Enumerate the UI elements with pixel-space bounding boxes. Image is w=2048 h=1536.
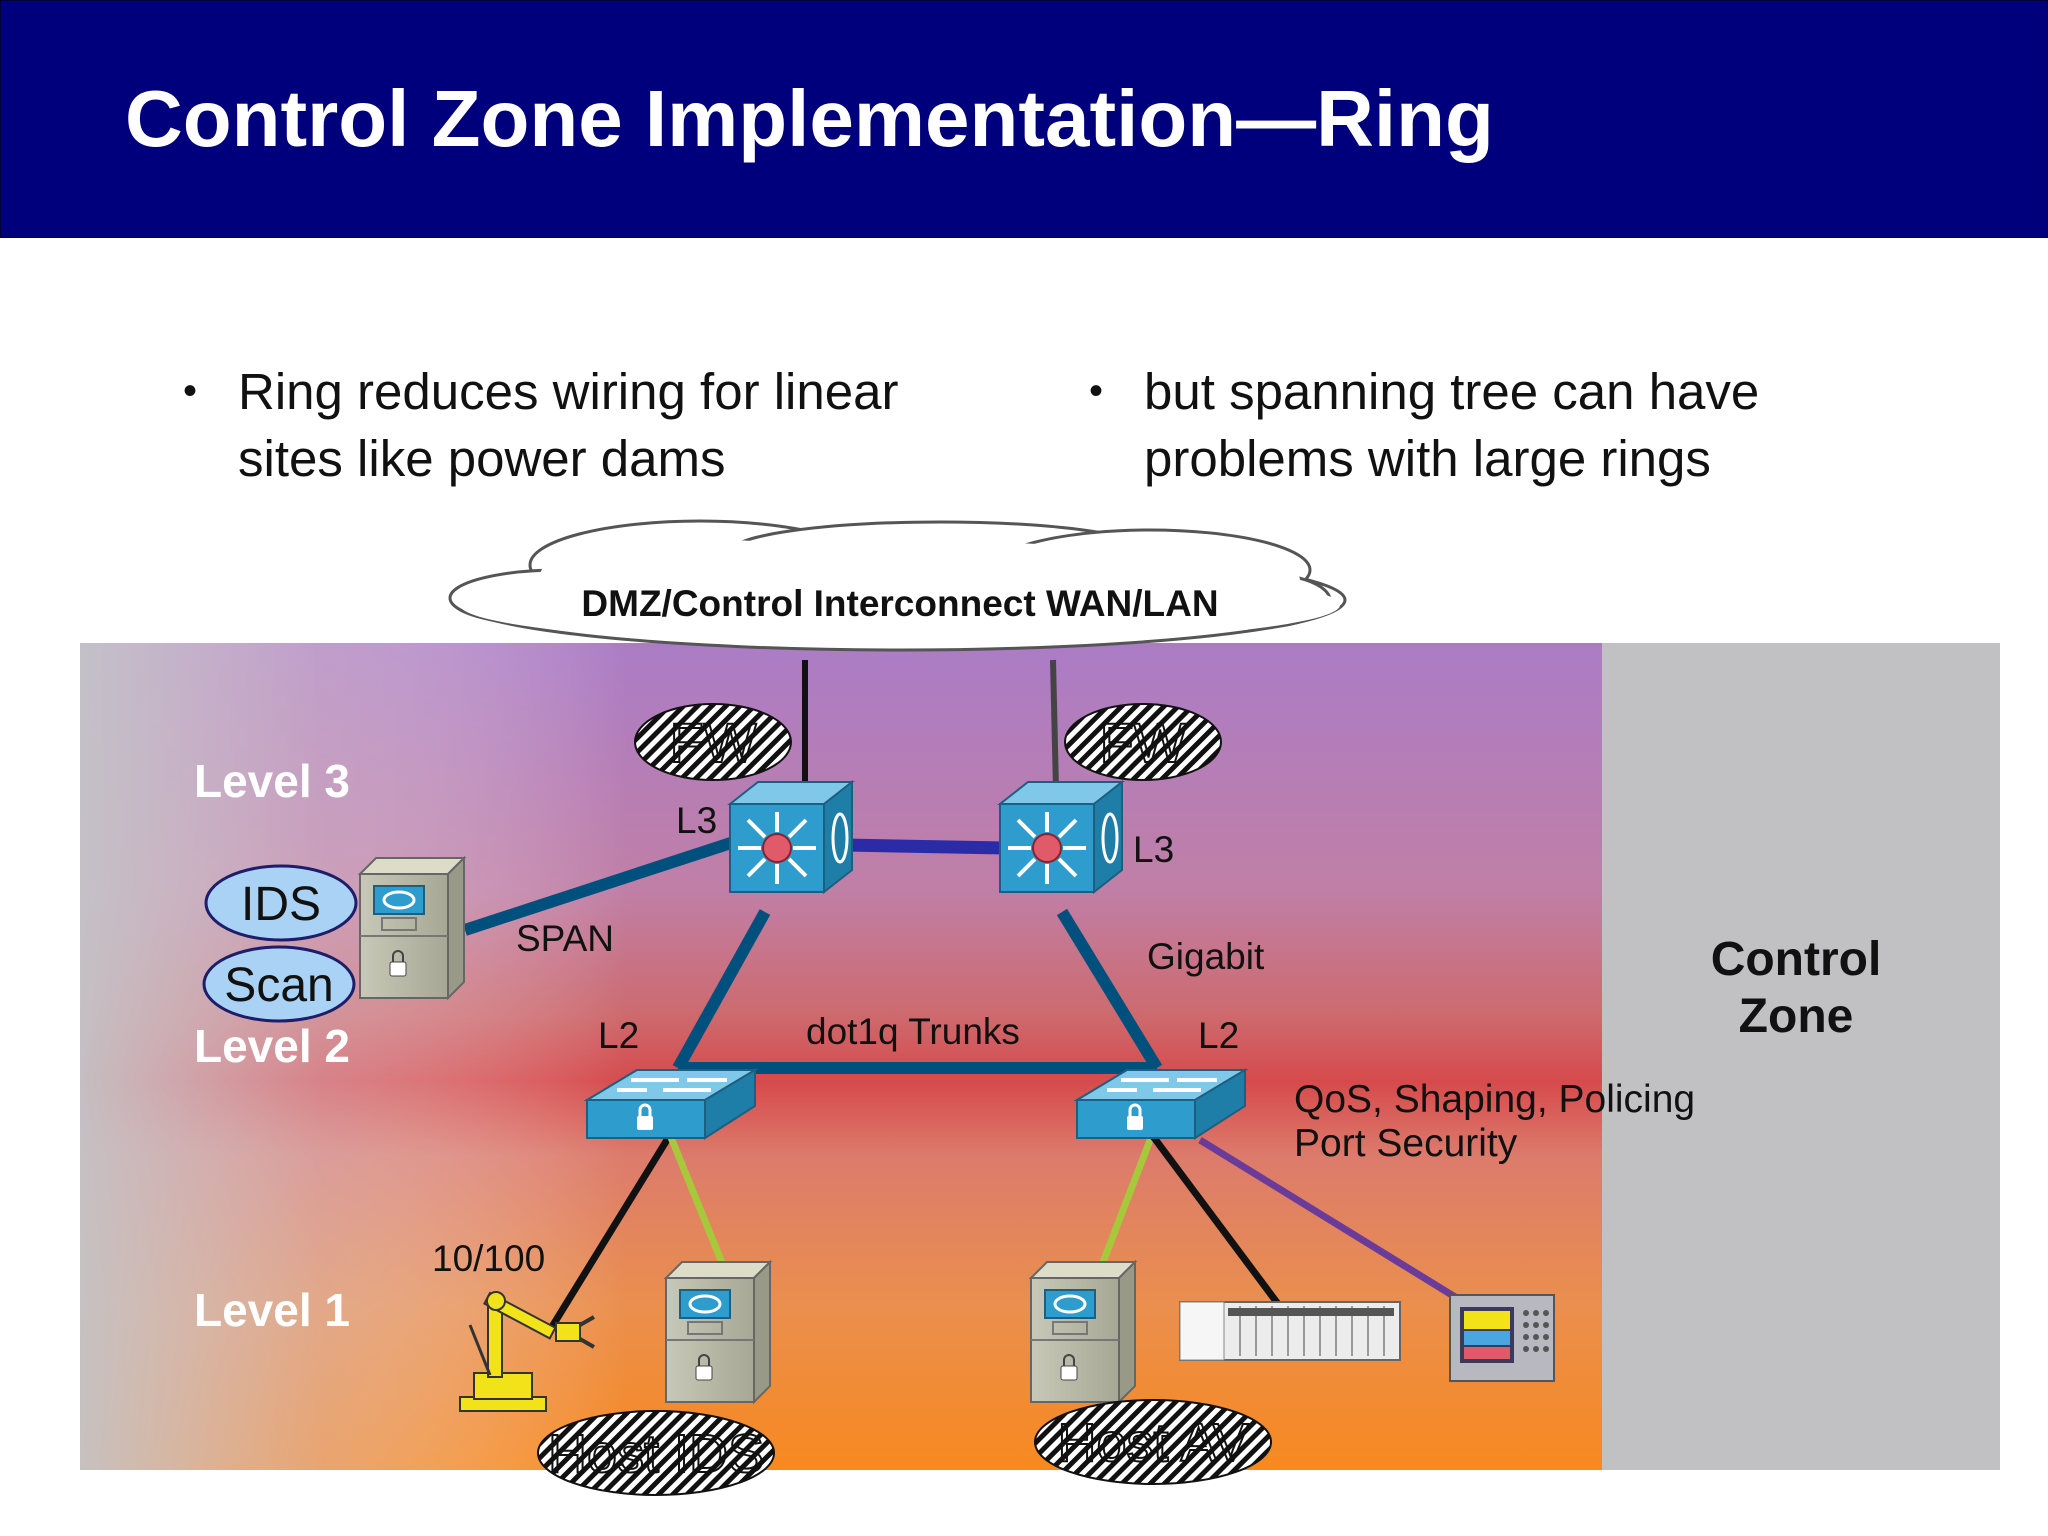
fast-ethernet-label: 10/100 xyxy=(432,1238,545,1279)
bullet-line: but spanning tree can have xyxy=(1144,363,1760,420)
zone-label-line2: Zone xyxy=(1739,990,1854,1043)
l3-interconnect xyxy=(844,838,1006,855)
host-av-badge xyxy=(1034,1399,1272,1485)
trunks-label: dot1q Trunks xyxy=(806,1011,1020,1052)
fw-label-right: FW xyxy=(1099,711,1186,774)
l2-switch-left-icon xyxy=(583,1068,759,1140)
bullet-line: problems with large rings xyxy=(1144,430,1711,487)
bullet-dot: • xyxy=(1089,369,1104,413)
level-2-label: Level 2 xyxy=(194,1020,350,1072)
wan-link-right xyxy=(1050,659,1059,791)
l3-switch-right-icon xyxy=(997,779,1125,895)
scan-oval xyxy=(202,945,356,1023)
plc-rack-icon xyxy=(1179,1301,1401,1361)
wan-cloud xyxy=(448,519,1347,652)
bullet-spanning-tree: • but spanning tree can have problems wi… xyxy=(1089,358,1964,492)
l2-switch-right-icon xyxy=(1073,1068,1249,1140)
title-bar: Control Zone Implementation—Ring xyxy=(0,0,2048,238)
hmi-panel-icon xyxy=(1449,1294,1555,1382)
zone-label-line1: Control xyxy=(1711,933,1882,986)
link-plc xyxy=(1149,1132,1293,1323)
feature-qos-label: QoS, Shaping, Policing xyxy=(1294,1078,1695,1121)
link-host-ids xyxy=(666,1133,729,1272)
bullet-line: Ring reduces wiring for linear xyxy=(238,363,899,420)
host-av-label: Host AV xyxy=(1057,1413,1248,1473)
ids-oval xyxy=(204,864,358,942)
feature-port-security-label: Port Security xyxy=(1294,1122,1518,1165)
page-title: Control Zone Implementation—Ring xyxy=(125,74,1494,163)
ids-label: IDS xyxy=(241,878,321,931)
link-host-av xyxy=(1096,1133,1156,1272)
host-ids-server-icon xyxy=(663,1259,773,1405)
bullet-line: sites like power dams xyxy=(238,430,726,487)
host-ids-badge xyxy=(537,1410,775,1496)
ids-server-icon xyxy=(357,855,467,1001)
host-ids-label: Host IDS xyxy=(548,1424,764,1484)
l3-switch-left-icon xyxy=(727,779,855,895)
span-label: SPAN xyxy=(516,918,614,959)
level-3-label: Level 3 xyxy=(194,755,350,807)
fw-badge-left xyxy=(634,703,792,781)
span-link xyxy=(463,834,742,936)
level-1-label: Level 1 xyxy=(194,1284,350,1336)
fw-label-left: FW xyxy=(669,711,756,774)
robot-arm-icon xyxy=(459,1291,595,1412)
link-hmi xyxy=(1198,1137,1462,1303)
trunk-right xyxy=(1056,908,1163,1072)
l2-left-label: L2 xyxy=(598,1015,639,1056)
l2-right-label: L2 xyxy=(1198,1015,1239,1056)
l3-left-label: L3 xyxy=(676,800,717,841)
host-av-server-icon xyxy=(1028,1259,1138,1405)
fw-badge-right xyxy=(1064,703,1222,781)
gigabit-label: Gigabit xyxy=(1147,936,1265,977)
l3-right-label: L3 xyxy=(1133,829,1174,870)
bullet-ring-wiring: • Ring reduces wiring for linear sites l… xyxy=(183,358,1058,492)
link-robot xyxy=(547,1133,673,1332)
trunk-left xyxy=(672,909,771,1071)
bullet-dot: • xyxy=(183,369,198,413)
cloud-label: DMZ/Control Interconnect WAN/LAN xyxy=(581,583,1218,624)
scan-label: Scan xyxy=(224,959,333,1012)
